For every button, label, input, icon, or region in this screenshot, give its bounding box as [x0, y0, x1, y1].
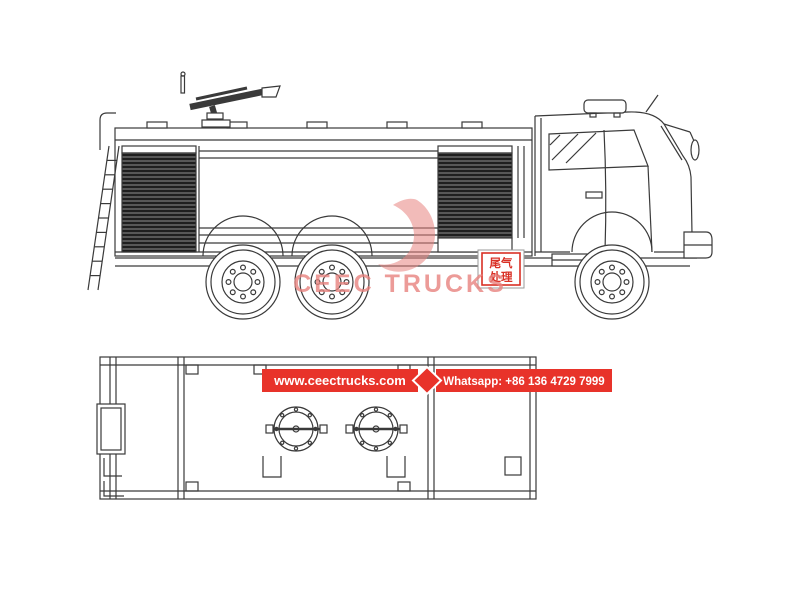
cab-side-window: [548, 129, 649, 171]
banner-whatsapp-text: Whatsapp: +86 136 4729 7999: [443, 376, 604, 388]
front-wheel: [574, 244, 650, 320]
left-fixture: [96, 403, 126, 497]
door-seam: [603, 129, 607, 253]
left-shutter: [121, 145, 197, 253]
manhole-right: [345, 406, 408, 452]
antenna: [645, 94, 659, 113]
watermark-text: CEEC TRUCKS: [293, 270, 507, 298]
exhaust-label-line2: 处理: [489, 270, 513, 284]
cab: [534, 94, 713, 267]
door-handle: [585, 191, 603, 199]
beacon-light: [583, 99, 627, 118]
exhaust-label-line1: 尾气: [489, 256, 513, 270]
watermark-logo: [378, 198, 436, 272]
water-cannon: [180, 71, 281, 128]
contact-banner: www.ceectrucks.com Whatsapp: +86 136 472…: [262, 365, 612, 396]
banner-right: [436, 369, 612, 392]
side-view-group: [87, 71, 713, 320]
front-wheel-arch: [571, 211, 653, 253]
banner-website-text: www.ceectrucks.com: [273, 373, 406, 388]
rear-ladder: [87, 112, 120, 291]
wing-mirror: [663, 123, 700, 161]
rear-wheel-1: [205, 244, 281, 320]
banner-left: [262, 369, 418, 392]
banner-diamond: [411, 365, 443, 396]
manhole-left: [265, 406, 328, 452]
right-shutter: [437, 145, 513, 253]
mounting-brackets: [262, 456, 522, 478]
rear-fenders: [202, 215, 373, 257]
watermark: CEEC TRUCKS: [293, 198, 507, 298]
exhaust-treatment-box: 尾气 处理: [477, 249, 525, 289]
